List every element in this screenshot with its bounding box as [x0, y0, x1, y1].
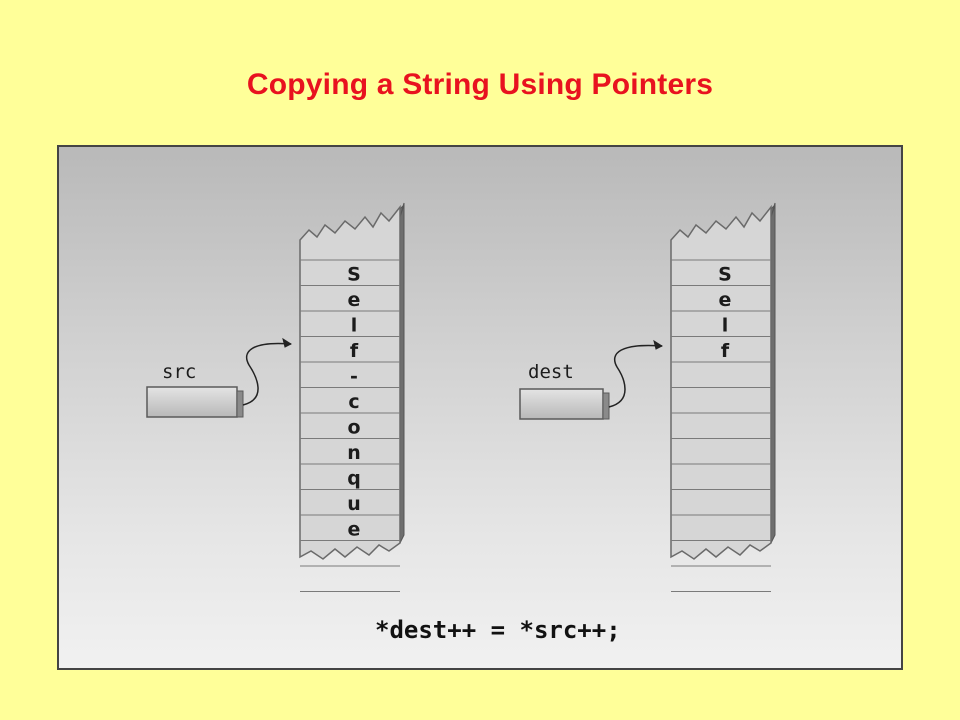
- memory-cell-char: S: [718, 264, 732, 286]
- slide-title: Copying a String Using Pointers: [246, 68, 714, 101]
- destination-pointer-label: dest: [528, 361, 574, 383]
- memory-cell-char: e: [348, 289, 361, 311]
- memory-cell-char: o: [347, 417, 360, 439]
- memory-cell-char: c: [348, 391, 359, 413]
- memory-cell-char: e: [719, 289, 732, 311]
- destination-column-face: [670, 204, 772, 560]
- memory-cell-char: l: [722, 315, 729, 337]
- pointer-box-icon: [146, 386, 244, 418]
- memory-cell-char: q: [347, 468, 361, 490]
- curved-arrow-icon: [242, 337, 293, 406]
- memory-cell-char: -: [350, 366, 358, 388]
- curved-arrow-icon: [608, 339, 664, 408]
- pointer-box-icon: [519, 388, 610, 420]
- copy-statement: *dest++ = *src++;: [375, 616, 621, 644]
- source-cell-dividers: [300, 259, 400, 592]
- memory-cell-char: f: [721, 340, 730, 362]
- memory-cell-char: f: [350, 340, 359, 362]
- memory-cell-char: e: [348, 519, 361, 541]
- memory-cell-char: l: [351, 315, 358, 337]
- source-pointer-label: src: [162, 361, 196, 383]
- destination-pointer: dest: [519, 339, 664, 420]
- source-column-face: [299, 204, 401, 560]
- memory-cell-char: u: [347, 493, 361, 515]
- source-pointer: src: [146, 337, 293, 418]
- memory-cell-char: S: [347, 264, 361, 286]
- destination-cell-dividers: [671, 259, 771, 592]
- memory-cell-char: n: [347, 442, 361, 464]
